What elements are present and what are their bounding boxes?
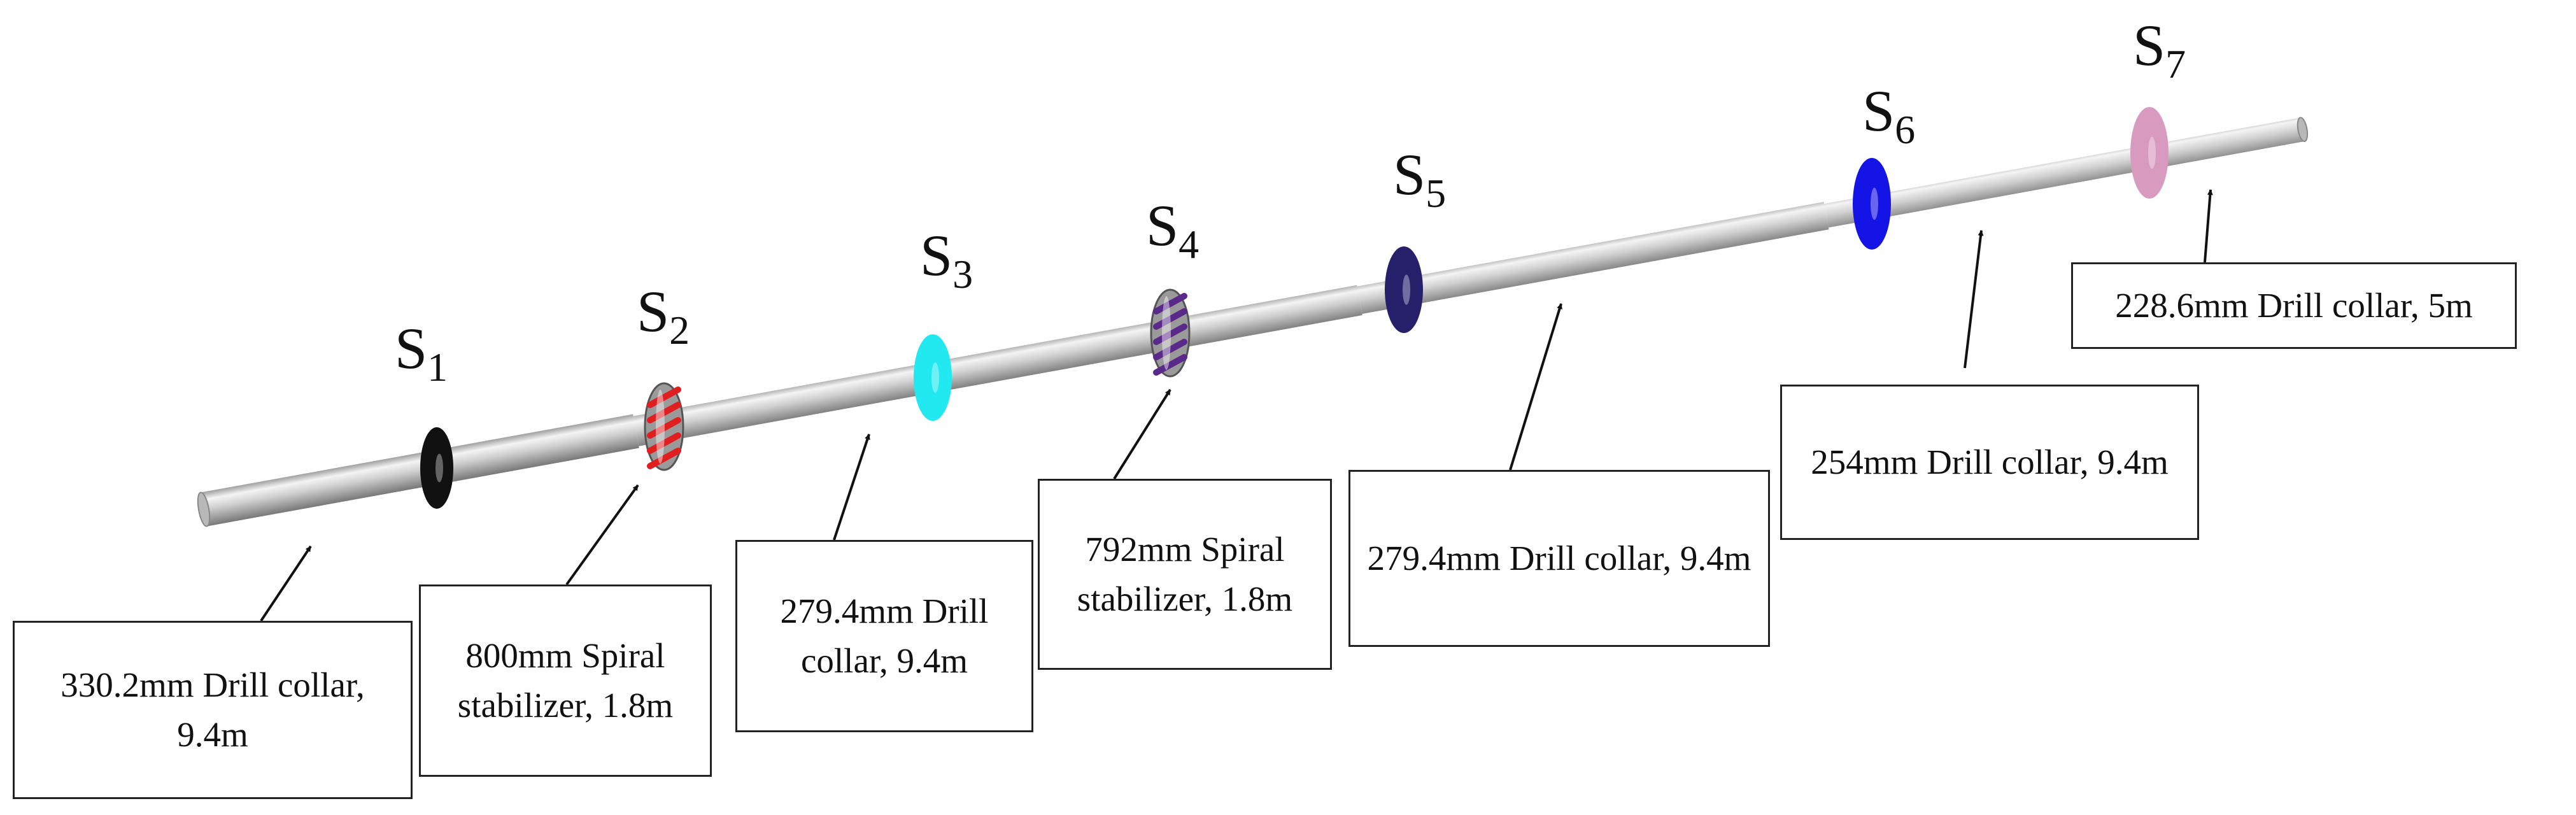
component-label-7: 228.6mm Drill collar, 5m [2071, 262, 2517, 349]
spiral-blade [1153, 293, 1187, 315]
spiral-blade [647, 432, 681, 454]
pipe-segment-3 [1357, 202, 1829, 315]
stabilizer-ring [2130, 107, 2169, 199]
component-label-1: 330.2mm Drill collar, 9.4m [13, 621, 413, 799]
stabilizer-label-2: S2 [637, 279, 690, 353]
stabilizer-label-6: S6 [1862, 78, 1915, 152]
spiral-blade [1153, 323, 1187, 345]
stabilizer-label-4: S4 [1146, 193, 1199, 267]
component-label-6: 254mm Drill collar, 9.4m [1780, 385, 2199, 540]
stabilizer-4: S4 [1146, 193, 1199, 378]
component-label-2: 800mm Spiral stabilizer, 1.8m [419, 585, 712, 777]
stabilizer-hub [931, 362, 939, 393]
label-arrow-4 [1113, 388, 1171, 480]
spiral-blade [1153, 339, 1187, 360]
pipe-segment-2 [633, 285, 1362, 446]
stabilizer-hub [2148, 136, 2156, 169]
spiral-blade [647, 448, 681, 469]
component-label-3: 279.4mm Drill collar, 9.4m [735, 540, 1033, 732]
stabilizer-ring [420, 427, 453, 509]
stabilizer-label-5: S5 [1393, 142, 1446, 216]
stabilizer-highlight [1162, 296, 1171, 370]
stabilizer-5: S5 [1385, 142, 1446, 333]
stabilizer-ring [914, 334, 952, 421]
stabilizer-6: S6 [1853, 78, 1915, 250]
stabilizer-label-7: S7 [2133, 13, 2186, 87]
spiral-blade [647, 402, 681, 423]
stabilizer-hub [1871, 187, 1878, 220]
stabilizer-hub [1403, 274, 1410, 305]
spiral-blade [647, 386, 681, 408]
label-arrow-1 [260, 545, 312, 622]
stabilizer-7: S7 [2130, 13, 2186, 199]
stabilizer-hub [435, 453, 443, 483]
pipe-segment-1 [201, 414, 639, 527]
spiral-blade [647, 417, 681, 439]
spiral-blade [1153, 308, 1187, 330]
spiral-blade [1153, 354, 1187, 376]
stabilizer-ring [1385, 246, 1423, 333]
component-label-4: 792mm Spiral stabilizer, 1.8m [1038, 479, 1332, 670]
label-arrow-7 [2204, 189, 2213, 263]
pipe-end-cap [2296, 117, 2309, 143]
label-arrow-6 [1964, 230, 1984, 369]
stabilizer-3: S3 [914, 223, 973, 421]
arrow-group [260, 189, 2213, 622]
stabilizer-highlight [656, 390, 665, 464]
label-arrow-5 [1509, 303, 1562, 471]
pipe-segment-4 [1824, 117, 2305, 228]
stabilizer-label-1: S1 [395, 316, 448, 390]
stabilizer-2: S2 [637, 279, 690, 471]
stabilizer-1: S1 [395, 316, 453, 509]
stabilizer-ring [1853, 158, 1891, 250]
stabilizer-group: S1 S2 S3 S4 S5 S6 S7 [395, 13, 2186, 509]
label-arrow-2 [565, 484, 639, 586]
stabilizer-label-3: S3 [920, 223, 973, 297]
label-arrow-3 [833, 434, 870, 541]
pipe-end-cap [197, 492, 211, 527]
component-label-5: 279.4mm Drill collar, 9.4m [1348, 470, 1770, 647]
